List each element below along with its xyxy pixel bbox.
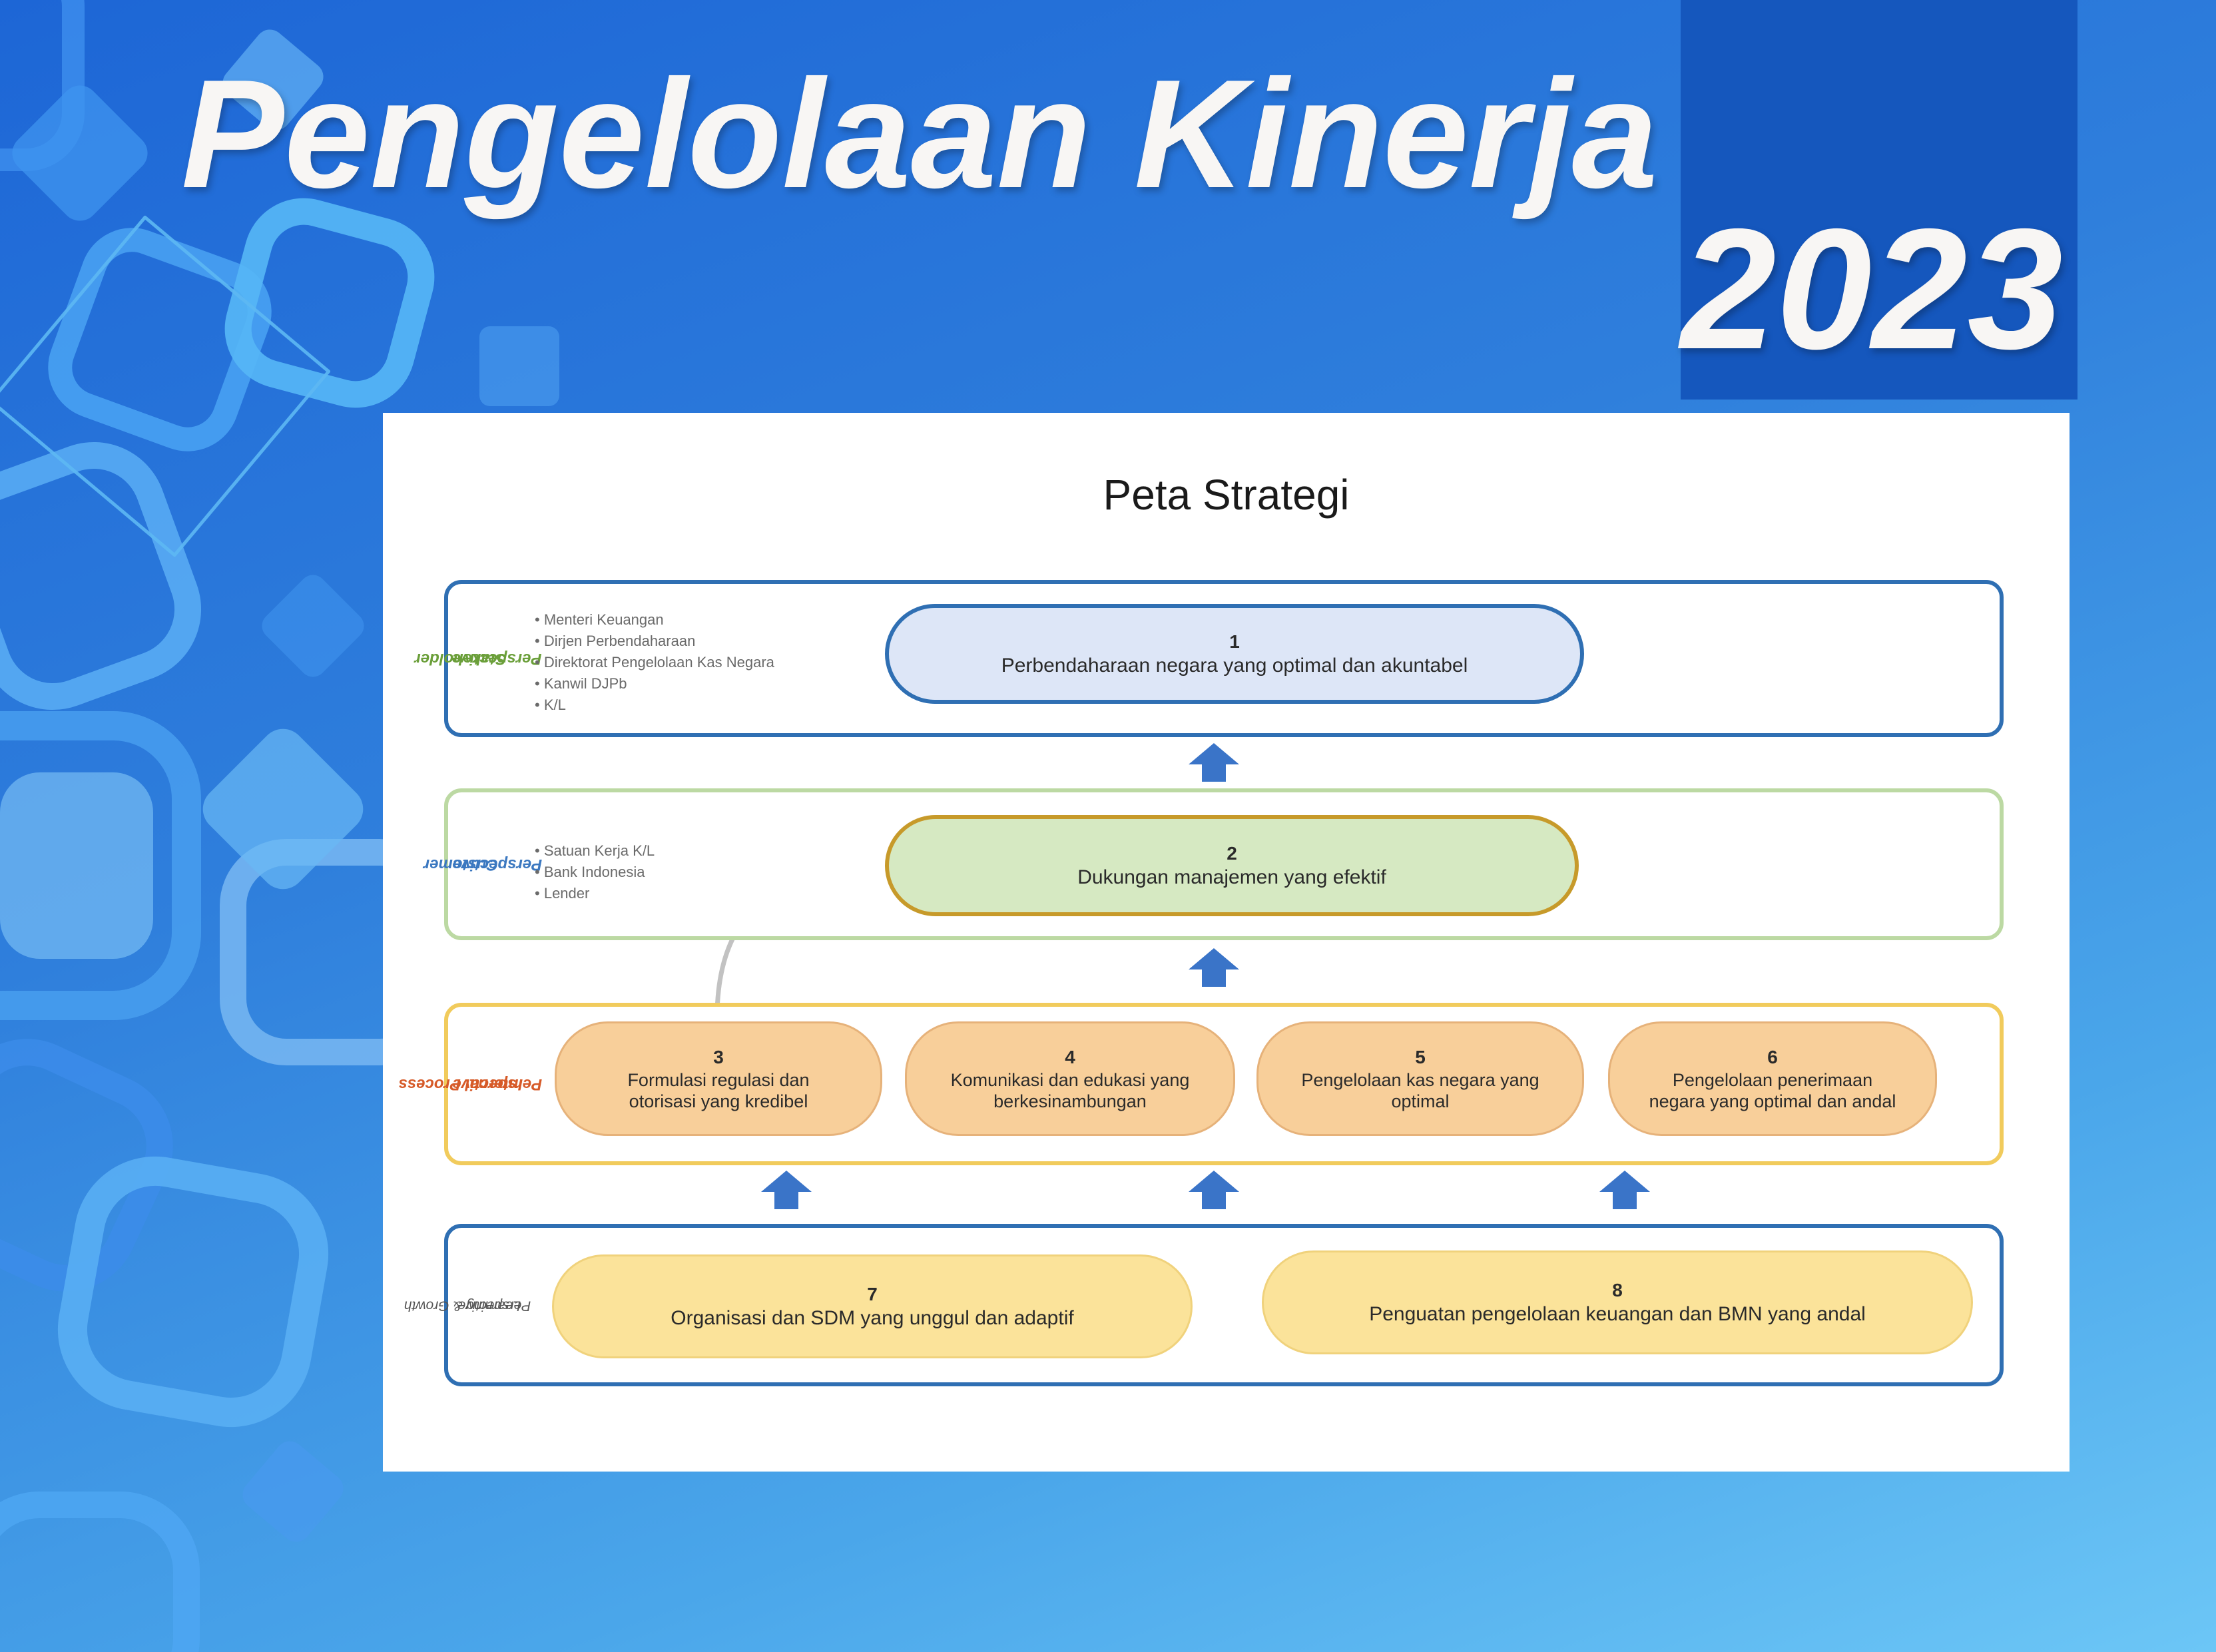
list-item: Lender	[535, 883, 655, 904]
objective-5: 5 Pengelolaan kas negara yang optimal	[1256, 1021, 1584, 1136]
objective-4: 4 Komunikasi dan edukasi yang berkesinam…	[905, 1021, 1235, 1136]
list-item: Direktorat Pengelolaan Kas Negara	[535, 652, 774, 673]
year-label: 2023	[1681, 192, 2063, 385]
objective-3: 3 Formulasi regulasi dan otorisasi yang …	[555, 1021, 882, 1136]
slide-title: Pengelolaan Kinerja	[181, 48, 1658, 220]
objective-1: 1 Perbendaharaan negara yang optimal dan…	[885, 604, 1584, 704]
list-item: K/L	[535, 694, 774, 716]
up-arrow-7-to-4	[1189, 1171, 1239, 1209]
stakeholder-list: Menteri Keuangan Dirjen Perbendaharaan D…	[535, 609, 774, 716]
objective-6: 6 Pengelolaan penerimaan negara yang opt…	[1608, 1021, 1937, 1136]
list-item: Dirjen Perbendaharaan	[535, 631, 774, 652]
up-arrows	[761, 743, 1650, 1209]
year-box	[1681, 0, 2078, 400]
strategy-map-title: Peta Strategi	[1103, 471, 1350, 519]
up-arrow-3-to-2	[1189, 948, 1239, 987]
list-item: Menteri Keuangan	[535, 609, 774, 631]
objective-7: 7 Organisasi dan SDM yang unggul dan ada…	[552, 1254, 1193, 1358]
list-item: Kanwil DJPb	[535, 673, 774, 694]
up-arrow-7-to-3	[761, 1171, 812, 1209]
objective-2: 2 Dukungan manajemen yang efektif	[885, 815, 1579, 916]
customer-list: Satuan Kerja K/L Bank Indonesia Lender	[535, 840, 655, 904]
objective-8: 8 Penguatan pengelolaan keuangan dan BMN…	[1262, 1250, 1973, 1354]
list-item: Satuan Kerja K/L	[535, 840, 655, 862]
list-item: Bank Indonesia	[535, 862, 655, 883]
up-arrow-8-to-6	[1599, 1171, 1650, 1209]
up-arrow-2-to-1	[1189, 743, 1239, 782]
